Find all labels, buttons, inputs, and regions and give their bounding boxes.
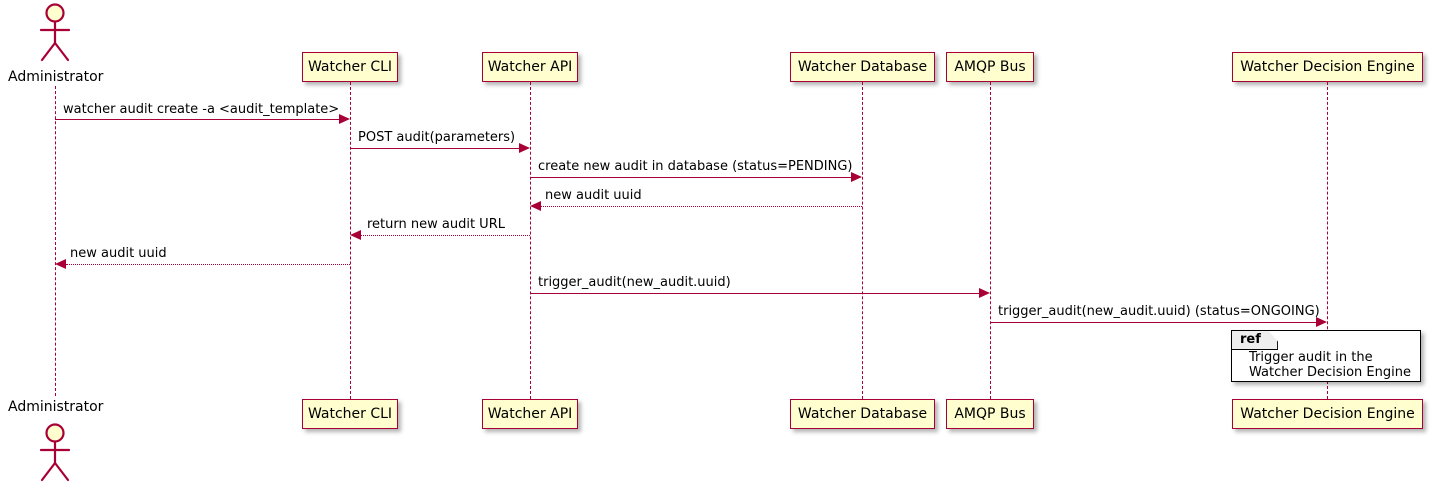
message-line-7	[530, 293, 980, 294]
message-label-4: new audit uuid	[545, 188, 642, 203]
ref-fragment-line-1: Trigger audit in the	[1249, 350, 1373, 365]
participant-watcher-database-bottom[interactable]: Watcher Database	[790, 399, 935, 429]
lifeline-watcher-database	[862, 82, 863, 399]
message-label-6: new audit uuid	[70, 246, 167, 261]
lifeline-watcher-api	[530, 82, 531, 399]
message-arrowhead-5	[350, 230, 361, 240]
actor-figure-icon	[39, 423, 71, 482]
participant-watcher-api-bottom[interactable]: Watcher API	[482, 399, 578, 429]
actor-figure-icon	[39, 3, 71, 62]
message-arrowhead-8	[1316, 317, 1327, 327]
ref-fragment-line-2: Watcher Decision Engine	[1249, 365, 1411, 380]
lifeline-watcher-cli	[350, 82, 351, 399]
message-label-8: trigger_audit(new_audit.uuid) (status=ON…	[998, 304, 1320, 319]
message-arrowhead-3	[851, 172, 862, 182]
actor-label-top: Administrator	[8, 69, 104, 85]
participant-watcher-api-top[interactable]: Watcher API	[482, 52, 578, 82]
message-label-1: watcher audit create -a <audit_template>	[63, 102, 340, 117]
message-label-7: trigger_audit(new_audit.uuid)	[538, 275, 731, 290]
message-arrowhead-7	[979, 288, 990, 298]
message-label-3: create new audit in database (status=PEN…	[538, 159, 853, 174]
message-arrowhead-1	[339, 114, 350, 124]
message-line-4	[541, 206, 862, 207]
message-line-3	[530, 177, 852, 178]
ref-fragment-tab-label: ref	[1232, 331, 1278, 350]
actor-administrator-top	[33, 2, 77, 64]
message-arrowhead-6	[55, 259, 66, 269]
message-line-2	[350, 148, 520, 149]
message-line-1	[55, 119, 340, 120]
lifeline-watcher-decision-engine	[1327, 82, 1328, 399]
message-line-6	[66, 264, 350, 265]
message-label-2: POST audit(parameters)	[358, 130, 516, 145]
participant-amqp-bus-top[interactable]: AMQP Bus	[946, 52, 1034, 82]
actor-label-bottom: Administrator	[8, 399, 104, 415]
message-line-8	[990, 322, 1317, 323]
message-line-5	[361, 235, 530, 236]
ref-fragment-box: ref	[1231, 330, 1421, 382]
participant-watcher-decision-engine-top[interactable]: Watcher Decision Engine	[1232, 52, 1423, 82]
participant-watcher-cli-top[interactable]: Watcher CLI	[302, 52, 398, 82]
participant-amqp-bus-bottom[interactable]: AMQP Bus	[946, 399, 1034, 429]
participant-watcher-database-top[interactable]: Watcher Database	[790, 52, 935, 82]
actor-administrator-bottom	[33, 422, 77, 484]
lifeline-administrator	[55, 86, 56, 396]
message-arrowhead-2	[519, 143, 530, 153]
message-arrowhead-4	[530, 201, 541, 211]
lifeline-amqp-bus	[990, 82, 991, 399]
message-label-5: return new audit URL	[367, 217, 505, 232]
participant-watcher-cli-bottom[interactable]: Watcher CLI	[302, 399, 398, 429]
participant-watcher-decision-engine-bottom[interactable]: Watcher Decision Engine	[1232, 399, 1423, 429]
